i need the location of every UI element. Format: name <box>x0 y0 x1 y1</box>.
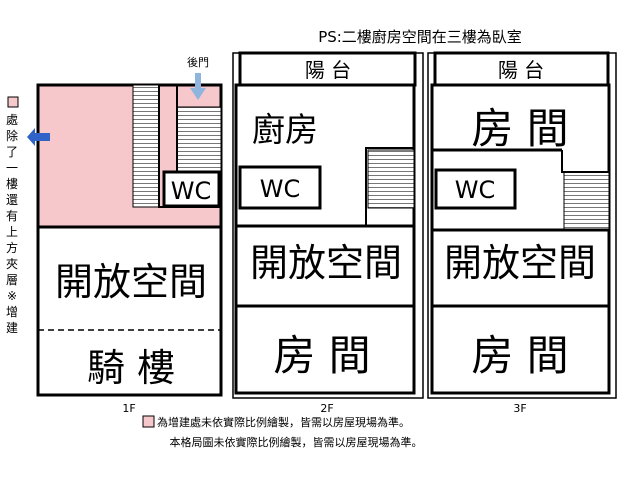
room-top-label: 房 間 <box>471 104 568 153</box>
wc-label: WC <box>260 175 301 203</box>
wc-label: WC <box>171 177 212 205</box>
addition-legend-swatch <box>142 415 155 428</box>
floor-3f-outline <box>430 83 611 395</box>
header-note: PS:二樓廚房空間在三樓為臥室 <box>318 28 522 46</box>
side-note-char: 還 <box>6 193 18 207</box>
wc-box <box>238 165 322 210</box>
back-door-label: 後門 <box>187 55 209 69</box>
open-space-label: 開放空間 <box>250 241 402 285</box>
balcony-label: 陽 台 <box>305 58 351 82</box>
footer-line-1: 為增建處未依實際比例繪製，皆需以房屋現場為準。 <box>157 415 410 429</box>
arcade-label: 騎 樓 <box>87 346 175 390</box>
room-label: 房 間 <box>273 331 370 380</box>
open-space-label: 開放空間 <box>55 260 207 304</box>
side-note-char: 夾 <box>6 257 18 271</box>
floor-2f-outline <box>234 83 416 395</box>
side-note-char: 樓 <box>6 176 18 191</box>
floor-label-3f: 3F <box>513 402 526 415</box>
staircase <box>563 171 610 231</box>
side-note-char: 增 <box>6 305 18 319</box>
side-note-char: 有 <box>6 209 18 223</box>
side-note-char: 一 <box>6 161 18 175</box>
staircase <box>367 149 415 209</box>
wc-box <box>434 168 517 210</box>
floor-3f: 陽 台 房 間 WC 開放空間 房 間 3F <box>427 51 617 415</box>
floor-label-1f: 1F <box>122 402 135 415</box>
side-note-char: 方 <box>6 240 18 255</box>
footer-line-2: 本格局圖未依實際比例繪製，皆需以房屋現場為準。 <box>170 435 423 449</box>
floor-label-2f: 2F <box>320 402 333 415</box>
staircase <box>176 106 222 172</box>
staircase <box>132 84 160 208</box>
side-note-char: 層 <box>6 273 18 287</box>
side-note-char: 建 <box>6 321 18 335</box>
side-note-char: 處 <box>6 113 18 127</box>
wc-label: WC <box>455 176 496 204</box>
back-door-arrow-icon <box>190 73 206 100</box>
room-label: 房 間 <box>471 331 568 380</box>
side-note-char: 除 <box>6 128 18 143</box>
kitchen-label: 廚房 <box>252 110 318 149</box>
left-arrow-icon <box>27 128 50 146</box>
floor-1f: WC 後門 開放空間 騎 樓 1F <box>27 55 223 415</box>
balcony-label: 陽 台 <box>498 58 544 82</box>
side-note-char: 了 <box>6 145 18 159</box>
addition-legend-swatch <box>7 96 19 108</box>
open-space-label: 開放空間 <box>444 241 596 285</box>
side-note-char: ※ <box>7 289 17 303</box>
floor-2f: 陽 台 WC 廚房 開放空間 房 間 2F <box>232 51 424 415</box>
floor-1f-outline <box>36 83 223 397</box>
wc-box <box>162 170 221 208</box>
side-note-char: 上 <box>6 225 18 239</box>
